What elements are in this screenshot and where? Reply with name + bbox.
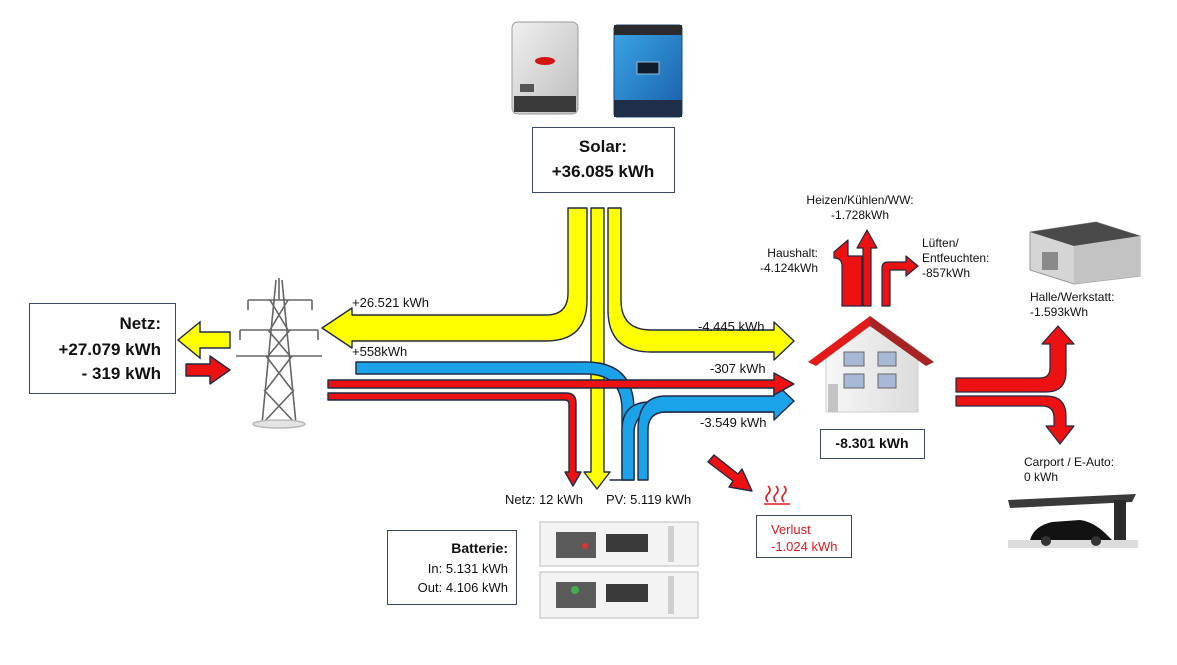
carport-line1: Carport / E-Auto: — [1024, 455, 1115, 469]
arrow-solar-to-house — [607, 207, 795, 361]
flow-battery-to-house: -3.549 kWh — [700, 415, 767, 430]
battery-out: Out: 4.106 kWh — [417, 580, 508, 595]
carport-car-icon — [1008, 494, 1138, 548]
loss-box: Verlust -1.024 kWh — [756, 515, 852, 558]
ventilation-line2: Entfeuchten: — [922, 251, 990, 265]
arrow-grid-import — [185, 355, 231, 385]
power-pylon-icon — [236, 278, 322, 429]
loss-title: Verlust — [771, 522, 811, 537]
solar-title: Solar: — [578, 137, 628, 156]
arrow-battery-to-house-body — [637, 381, 795, 481]
inverter-fronius-icon — [511, 21, 579, 115]
house-total-box: -8.301 kWh — [820, 429, 925, 459]
heating-line1: Heizen/Kühlen/WW: — [806, 193, 914, 207]
arrow-to-carport — [955, 395, 1075, 445]
arrow-loss — [707, 454, 753, 492]
battery-from-grid: Netz: 12 kWh — [505, 492, 584, 507]
loss-value: -1.024 kWh — [771, 539, 838, 554]
flow-solar-to-house: -4.445 kWh — [698, 319, 765, 334]
arrow-grid-export — [176, 320, 231, 360]
solar-flow-arrows — [321, 207, 795, 490]
grid-export: - 319 kWh — [81, 364, 161, 383]
hall-line1: Halle/Werkstatt: — [1030, 290, 1115, 304]
battery-from-pv: PV: 5.119 kWh — [606, 492, 692, 507]
ventilation-line3: -857kWh — [922, 266, 971, 280]
arrow-household — [833, 239, 863, 307]
house-icon — [808, 316, 934, 413]
hall-line2: -1.593kWh — [1030, 305, 1089, 319]
inverter-victron-icon — [613, 24, 683, 118]
flow-grid-to-house: -307 kWh — [710, 361, 766, 376]
grid-import: +27.079 kWh — [58, 340, 161, 359]
battery-in: In: 5.131 kWh — [427, 561, 508, 576]
solar-value: +36.085 kWh — [551, 162, 655, 181]
house-total: -8.301 kWh — [835, 435, 909, 451]
arrow-grid-to-battery — [327, 392, 582, 487]
grid-flow-arrows — [185, 355, 795, 492]
flow-solar-to-grid: +26.521 kWh — [352, 295, 429, 310]
carport-line2: 0 kWh — [1024, 470, 1059, 484]
arrow-grid-to-house — [327, 372, 795, 396]
heat-waves-icon — [764, 485, 790, 505]
grid-box: Netz: +27.079 kWh - 319 kWh — [29, 303, 176, 394]
warehouse-icon — [1029, 221, 1141, 285]
battery-box: Batterie: In: 5.131 kWh Out: 4.106 kWh — [387, 530, 517, 605]
household-line2: -4.124kWh — [759, 261, 818, 275]
arrow-to-hall — [955, 325, 1075, 393]
solar-box: Solar: +36.085 kWh — [532, 127, 675, 193]
heating-line2: -1.728kWh — [830, 208, 890, 222]
battery-rack-icon — [539, 521, 699, 619]
label-household: Haushalt: -4.124kWh — [742, 246, 818, 276]
arrow-ventilation — [881, 255, 919, 307]
flow-battery-to-grid: +558kWh — [352, 344, 408, 359]
arrow-solar-to-grid — [321, 207, 588, 349]
household-line1: Haushalt: — [767, 246, 818, 260]
arrow-solar-to-battery — [583, 207, 611, 490]
consumer-arrows — [833, 229, 1075, 445]
battery-title: Batterie: — [451, 540, 508, 556]
ventilation-line1: Lüften/ — [922, 236, 959, 250]
label-hall: Halle/Werkstatt: -1.593kWh — [1030, 290, 1114, 320]
arrow-battery-to-grid — [355, 361, 635, 481]
label-ventilation: Lüften/ Entfeuchten: -857kWh — [922, 236, 989, 281]
label-carport: Carport / E-Auto: 0 kWh — [1024, 455, 1114, 485]
grid-title: Netz: — [119, 314, 161, 333]
label-heating: Heizen/Kühlen/WW: -1.728kWh — [790, 193, 930, 223]
battery-flow-arrows — [355, 361, 795, 481]
arrow-heating — [856, 229, 878, 307]
